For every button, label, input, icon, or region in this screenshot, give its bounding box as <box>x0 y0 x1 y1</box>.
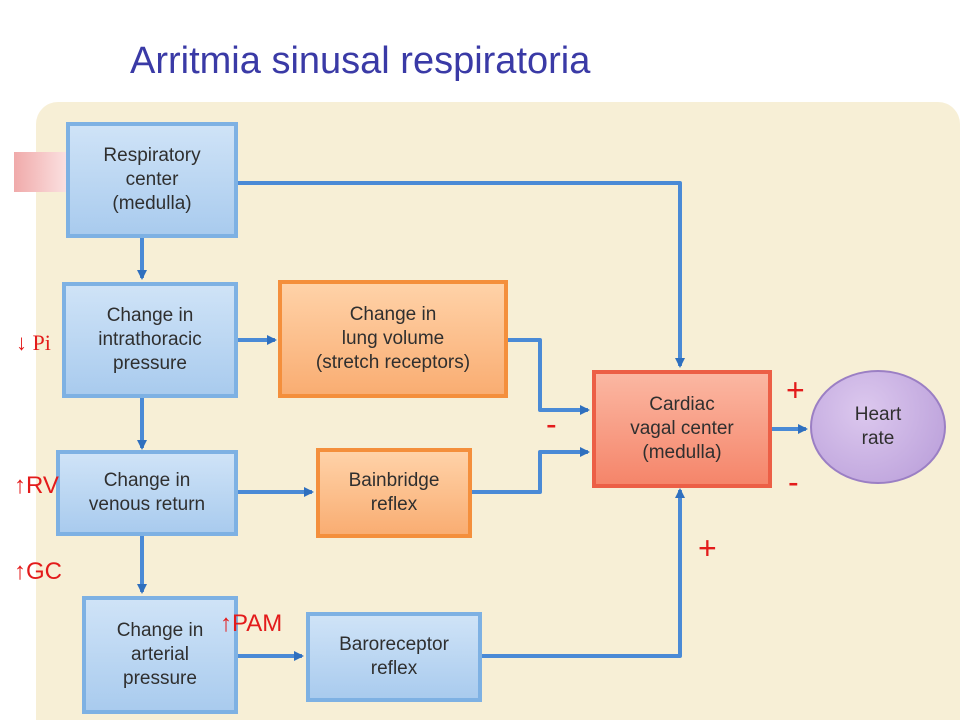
lung-volume-line-2: lung volume <box>341 328 445 349</box>
connector-resp-to-vagal <box>235 181 685 368</box>
lung-volume-box: Change in lung volume (stretch receptors… <box>278 280 508 398</box>
sign-lung-minus: - <box>546 406 557 442</box>
intrathoracic-line-3: pressure <box>113 353 187 374</box>
up-arrow-icon: ↑ <box>14 558 26 585</box>
gc-annotation: ↑GC <box>14 558 62 586</box>
connector-bainbridge-to-vagal <box>470 447 590 494</box>
arterial-pressure-box: Change in arterial pressure <box>82 596 238 714</box>
respiratory-center-line-1: Respiratory <box>103 145 201 166</box>
decorative-stripe <box>14 152 68 192</box>
intrathoracic-line-2: intrathoracic <box>98 329 202 350</box>
rv-label: RV <box>26 472 59 499</box>
intrathoracic-pressure-box: Change in intrathoracic pressure <box>62 282 238 398</box>
heart-rate-node: Heart rate <box>810 370 946 484</box>
connector-lung-to-vagal <box>507 338 590 415</box>
lung-volume-line-1: Change in <box>349 304 437 325</box>
venous-return-line-2: venous return <box>88 494 206 515</box>
baroreceptor-line-1: Baroreceptor <box>339 634 449 655</box>
pi-annotation: ↓ Pi <box>16 330 51 356</box>
sign-baroreceptor-plus: + <box>698 530 717 566</box>
venous-return-box: Change in venous return <box>56 450 238 536</box>
respiratory-center-line-3: (medulla) <box>112 193 192 214</box>
pam-label: PAM <box>232 610 283 637</box>
baroreceptor-reflex-box: Baroreceptor reflex <box>306 612 482 702</box>
respiratory-center-box: Respiratory center (medulla) <box>66 122 238 238</box>
connector-baroreceptor-to-vagal <box>480 488 685 658</box>
arterial-line-2: arterial <box>130 644 190 665</box>
venous-return-line-1: Change in <box>103 470 191 491</box>
arterial-line-1: Change in <box>116 620 204 641</box>
arterial-line-3: pressure <box>123 668 197 689</box>
cardiac-vagal-line-1: Cardiac <box>649 394 715 415</box>
bainbridge-line-2: reflex <box>370 494 418 515</box>
cardiac-vagal-center-box: Cardiac vagal center (medulla) <box>592 370 772 488</box>
pam-annotation: ↑PAM <box>220 610 282 638</box>
sign-heart-rate-minus: - <box>788 464 799 500</box>
rv-annotation: ↑RV <box>14 472 59 500</box>
bainbridge-line-1: Bainbridge <box>348 470 440 491</box>
page-title: Arritmia sinusal respiratoria <box>130 40 591 82</box>
pi-label: Pi <box>32 330 51 355</box>
gc-label: GC <box>26 558 62 585</box>
cardiac-vagal-line-3: (medulla) <box>642 442 722 463</box>
baroreceptor-line-2: reflex <box>370 658 418 679</box>
up-arrow-icon: ↑ <box>14 472 26 499</box>
heart-rate-line-1: Heart <box>854 404 902 425</box>
lung-volume-line-3: (stretch receptors) <box>315 352 471 373</box>
sign-heart-rate-plus: + <box>786 372 805 408</box>
cardiac-vagal-line-2: vagal center <box>630 418 734 439</box>
respiratory-center-line-2: center <box>125 169 179 190</box>
up-arrow-icon: ↑ <box>220 610 232 637</box>
down-arrow-icon: ↓ <box>16 330 27 355</box>
heart-rate-line-2: rate <box>861 428 895 449</box>
intrathoracic-line-1: Change in <box>106 305 194 326</box>
bainbridge-reflex-box: Bainbridge reflex <box>316 448 472 538</box>
